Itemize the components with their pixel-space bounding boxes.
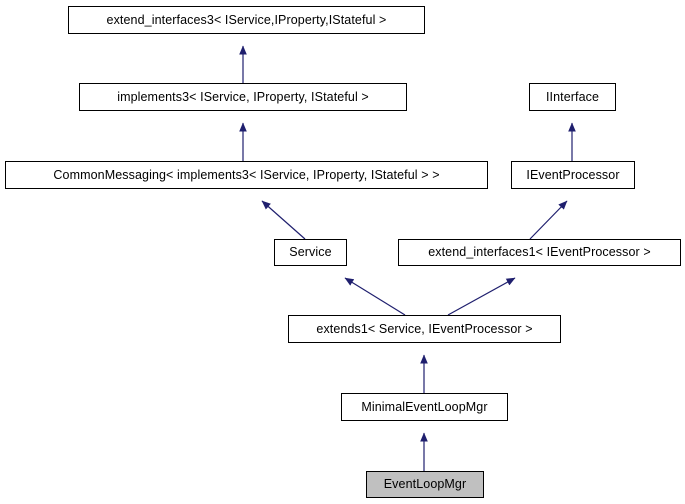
class-node-CommonMessaging[interactable]: CommonMessaging< implements3< IService, …	[5, 161, 488, 189]
inheritance-edge	[261, 200, 306, 240]
class-node-label: IInterface	[545, 89, 600, 104]
class-node-label: CommonMessaging< implements3< IService, …	[53, 167, 440, 182]
class-node-label: implements3< IService, IProperty, IState…	[117, 89, 369, 104]
class-node-label: Service	[289, 245, 332, 260]
class-node-label: extend_interfaces3< IService,IProperty,I…	[106, 12, 387, 27]
class-node-extend_interfaces1[interactable]: extend_interfaces1< IEventProcessor >	[398, 239, 681, 266]
inheritance-edge	[529, 200, 568, 240]
class-node-label: extend_interfaces1< IEventProcessor >	[428, 245, 651, 260]
class-node-implements3[interactable]: implements3< IService, IProperty, IState…	[79, 83, 407, 111]
class-node-MinimalEventLoopMgr[interactable]: MinimalEventLoopMgr	[341, 393, 508, 421]
edges	[239, 45, 576, 471]
class-node-label: IEventProcessor	[526, 167, 620, 182]
class-node-extend_interfaces3[interactable]: extend_interfaces3< IService,IProperty,I…	[68, 6, 425, 34]
class-node-label: EventLoopMgr	[383, 477, 467, 492]
inheritance-edge	[447, 277, 516, 316]
class-node-Service[interactable]: Service	[274, 239, 347, 266]
class-node-label: extends1< Service, IEventProcessor >	[316, 321, 533, 336]
class-node-IEventProcessor[interactable]: IEventProcessor	[511, 161, 635, 189]
class-node-label: MinimalEventLoopMgr	[361, 399, 488, 414]
class-node-IInterface[interactable]: IInterface	[529, 83, 616, 111]
inheritance-edge	[344, 277, 406, 316]
class-node-EventLoopMgr[interactable]: EventLoopMgr	[366, 471, 484, 498]
class-node-extends1[interactable]: extends1< Service, IEventProcessor >	[288, 315, 561, 343]
